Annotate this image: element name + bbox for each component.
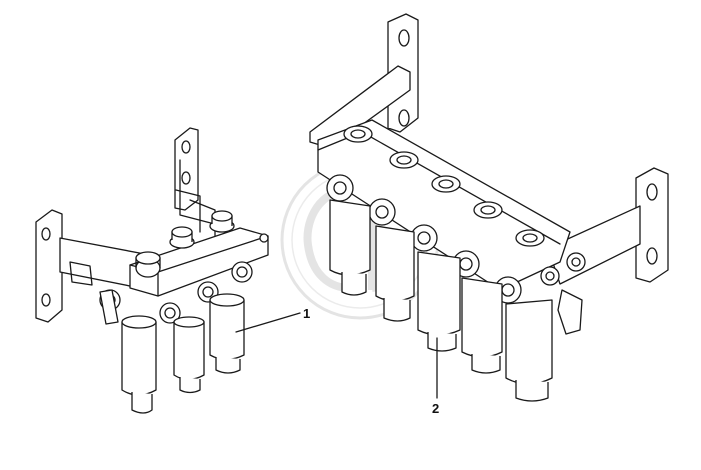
leader-line-1	[235, 312, 301, 333]
solenoid-cylinders-2	[329, 199, 553, 402]
bracket-right-2	[547, 167, 669, 285]
bracket-rear-1	[174, 127, 231, 239]
fittings-1	[99, 233, 269, 325]
solenoid-cylinders-1	[121, 293, 245, 414]
manifold-2	[317, 119, 571, 291]
valve-assembly-1	[35, 127, 269, 414]
bracket-top-2	[309, 13, 419, 149]
valve-assembly-2	[309, 13, 669, 402]
manifold-1	[129, 210, 269, 297]
callout-label-2: 2	[432, 401, 439, 416]
callout-label-1: 1	[303, 306, 310, 321]
bracket-left-1	[35, 209, 151, 323]
